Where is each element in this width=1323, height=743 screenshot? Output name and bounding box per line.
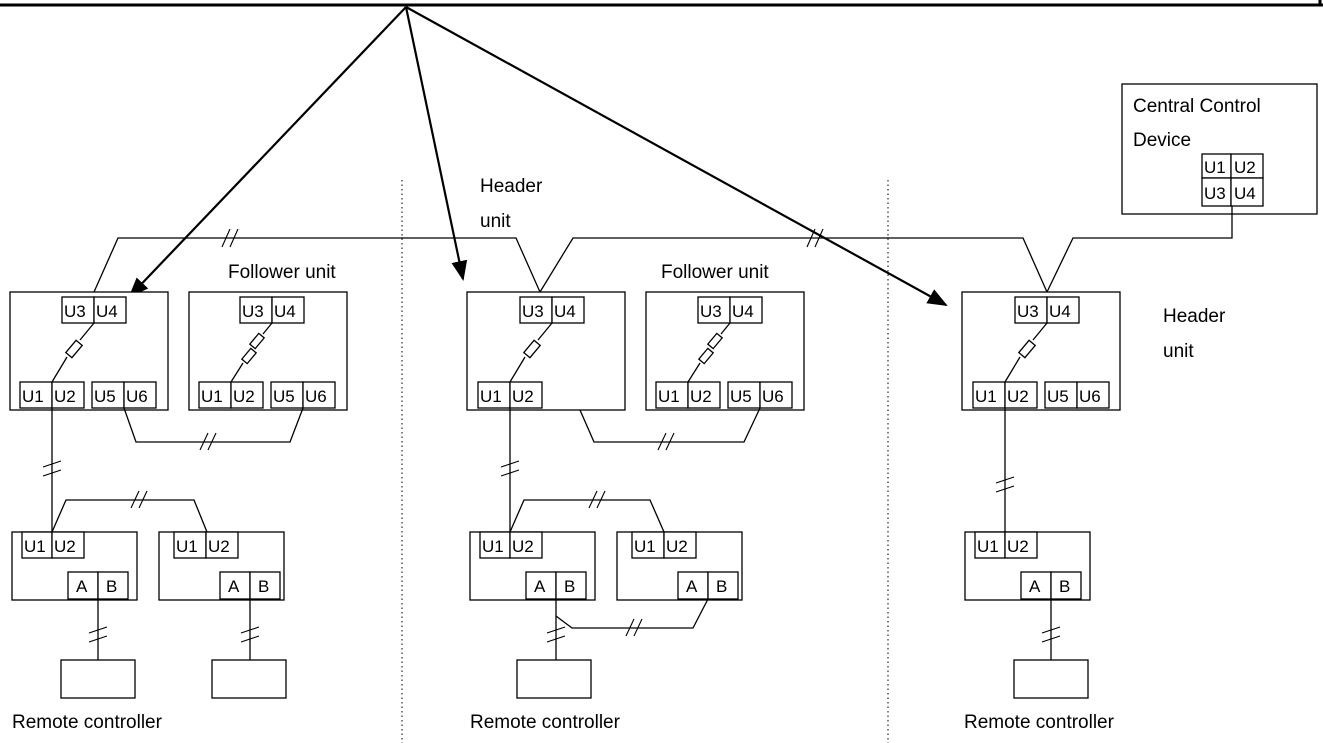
remote-controller-label: Remote controller <box>12 712 163 733</box>
terminal-label: A <box>76 577 88 596</box>
top-callout-frame <box>0 0 1323 7</box>
terminal-label: U2 <box>512 387 534 406</box>
follower-unit-label: Follower unit <box>228 262 336 283</box>
terminal-label: U1 <box>975 387 997 406</box>
terminal-label: A <box>1029 577 1041 596</box>
network-wiring <box>93 206 1233 293</box>
terminal-label: U6 <box>762 387 784 406</box>
terminal-label: U2 <box>233 387 255 406</box>
remote-controller-label: Remote controller <box>470 712 621 733</box>
terminal-label: A <box>228 577 240 596</box>
terminal-label: U6 <box>126 387 148 406</box>
terminal-label: B <box>716 577 727 596</box>
terminal-label: U3 <box>64 302 86 321</box>
terminal-label: U1 <box>22 387 44 406</box>
indoor-unit: U1 U2 A B <box>158 531 285 601</box>
terminal-label: U1 <box>480 387 502 406</box>
central-control-device: Central Control Device U1 U2 U3 U4 <box>1121 83 1318 215</box>
header-unit-label-line2: unit <box>480 211 511 232</box>
terminal-label: U2 <box>1007 387 1029 406</box>
callout-arrow-1 <box>128 6 407 298</box>
follower-unit-label: Follower unit <box>661 262 769 283</box>
terminal-label: U3 <box>522 302 544 321</box>
terminal-label: U1 <box>634 537 656 556</box>
terminal-label: U3 <box>1017 302 1039 321</box>
terminal-label: U6 <box>1079 387 1101 406</box>
callout-arrow-2 <box>404 6 468 281</box>
indoor-unit: U1 U2 A B <box>11 531 138 601</box>
terminal-label: B <box>258 577 269 596</box>
remote-controller <box>516 659 592 699</box>
terminal-label: U2 <box>54 537 76 556</box>
header-unit-label-line1: Header <box>480 176 543 197</box>
remote-controller-label: Remote controller <box>964 712 1115 733</box>
terminal-label: U1 <box>24 537 46 556</box>
terminal-label: B <box>106 577 117 596</box>
left-system: U3 U4 U1 U2 U5 U6 U3 U4 U1 U2 <box>9 291 348 699</box>
terminal-label: B <box>564 577 575 596</box>
indoor-unit: U1 U2 A B <box>616 531 743 601</box>
callout-arrow-3 <box>405 6 948 306</box>
terminal-label: U1 <box>201 387 223 406</box>
terminal-label: U4 <box>1234 184 1256 203</box>
terminal-label: U5 <box>273 387 295 406</box>
header-unit: U3 U4 U1 U2 <box>466 291 626 411</box>
header-unit: U3 U4 U1 U2 U5 U6 <box>961 291 1121 411</box>
follower-unit: U3 U4 U1 U2 U5 U6 <box>645 291 805 411</box>
callout-arrows <box>128 6 948 306</box>
terminal-label: U1 <box>977 537 999 556</box>
right-system: U3 U4 U1 U2 U5 U6 U1 U2 A B <box>961 291 1121 699</box>
terminal-label: U2 <box>690 387 712 406</box>
terminal-label: U4 <box>1049 302 1071 321</box>
terminal-label: U2 <box>1007 537 1029 556</box>
terminal-label: U5 <box>94 387 116 406</box>
terminal-label: U4 <box>554 302 576 321</box>
terminal-label: U1 <box>1204 158 1226 177</box>
terminal-label: U4 <box>732 302 754 321</box>
terminal-label: U1 <box>658 387 680 406</box>
follower-unit: U3 U4 U1 U2 U5 U6 <box>188 291 348 411</box>
indoor-unit: U1 U2 A B <box>964 531 1091 601</box>
terminal-label: U3 <box>242 302 264 321</box>
terminal-label: U5 <box>730 387 752 406</box>
indoor-unit: U1 U2 A B <box>469 531 596 601</box>
header-unit-label-line2: unit <box>1163 341 1194 362</box>
central-control-label-line2: Device <box>1133 130 1191 151</box>
terminal-label: U3 <box>1204 184 1226 203</box>
terminal-label: U2 <box>666 537 688 556</box>
terminal-label: A <box>686 577 698 596</box>
remote-controller <box>211 659 287 699</box>
terminal-label: U2 <box>512 537 534 556</box>
terminal-label: U3 <box>700 302 722 321</box>
terminal-label: U2 <box>208 537 230 556</box>
terminal-label: A <box>534 577 546 596</box>
header-unit-label-line1: Header <box>1163 306 1226 327</box>
terminal-label: U4 <box>96 302 118 321</box>
terminal-label: U1 <box>482 537 504 556</box>
middle-system: U3 U4 U1 U2 U3 U4 U1 U2 U5 U6 <box>466 291 805 699</box>
terminal-label: U2 <box>1234 158 1256 177</box>
terminal-label: U2 <box>54 387 76 406</box>
remote-controller <box>1013 659 1089 699</box>
terminal-label: U6 <box>305 387 327 406</box>
terminal-label: B <box>1059 577 1070 596</box>
remote-controller <box>60 659 136 699</box>
outdoor-unit: U3 U4 U1 U2 U5 U6 <box>9 291 169 411</box>
terminal-label: U4 <box>274 302 296 321</box>
terminal-label: U5 <box>1047 387 1069 406</box>
central-control-label-line1: Central Control <box>1133 96 1261 117</box>
terminal-label: U1 <box>176 537 198 556</box>
